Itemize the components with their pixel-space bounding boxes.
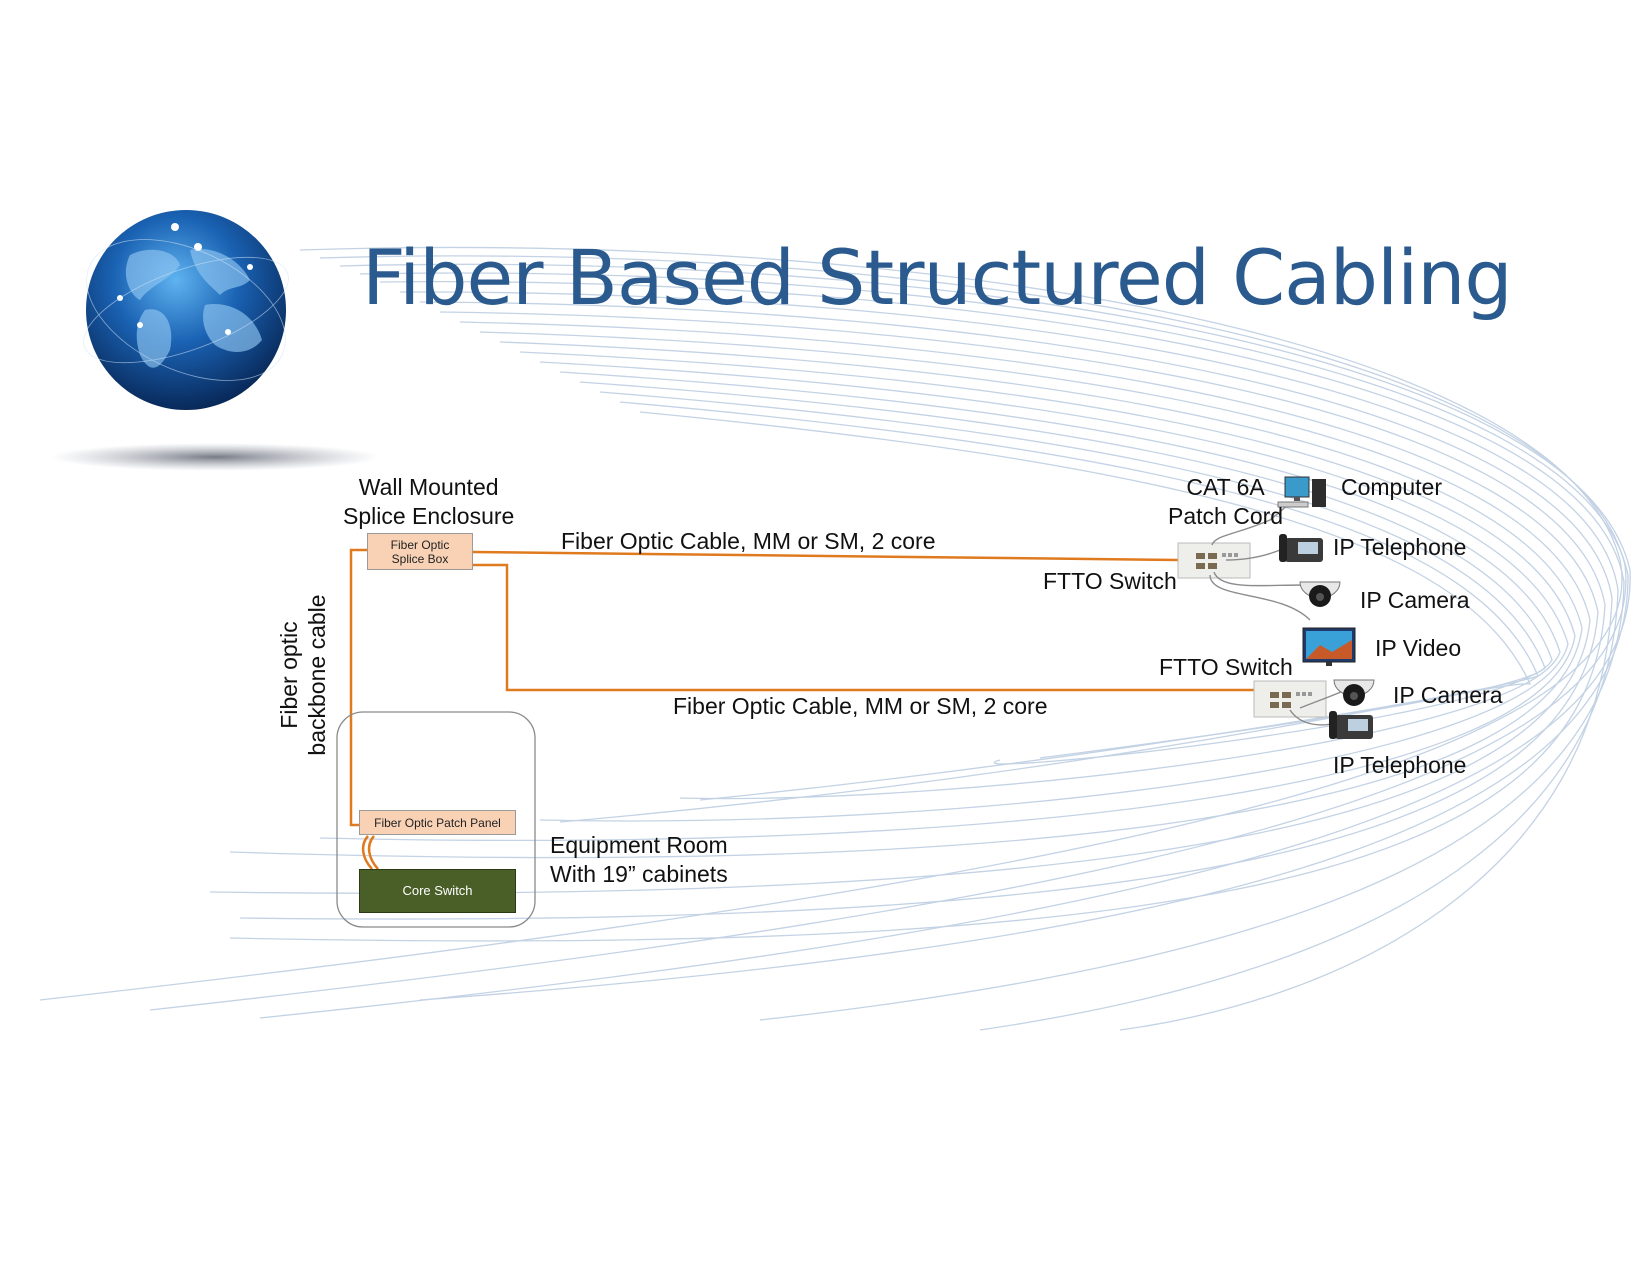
ip-camera-2-label: IP Camera — [1393, 682, 1503, 708]
ip-telephone-1-label: IP Telephone — [1333, 534, 1467, 560]
computer-icon — [1277, 476, 1326, 508]
cable-bottom-label: Fiber Optic Cable, MM or SM, 2 core — [673, 693, 1048, 719]
ip-camera-2-icon — [1333, 679, 1375, 706]
fiber-cable-bottom — [473, 563, 1255, 692]
ip-video-icon — [1302, 627, 1356, 666]
ftto-switch-2-icon — [1253, 680, 1327, 718]
ip-camera-1-icon — [1299, 581, 1341, 607]
fiber-backbone-cable — [349, 548, 367, 827]
ip-video-label: IP Video — [1375, 635, 1462, 661]
ftto-switch-1-label: FTTO Switch — [1043, 568, 1177, 594]
ip-camera-1-label: IP Camera — [1360, 587, 1470, 613]
cable-top-label: Fiber Optic Cable, MM or SM, 2 core — [561, 528, 936, 554]
globe-logo — [50, 210, 380, 471]
fiber-optic-patch-panel: Fiber Optic Patch Panel — [359, 810, 516, 835]
ftto-switch-2-label: FTTO Switch — [1159, 654, 1293, 680]
ip-telephone-1-icon — [1279, 534, 1323, 562]
patch-to-core-cable-2 — [367, 835, 379, 870]
core-switch: Core Switch — [359, 869, 516, 913]
ip-telephone-2-icon — [1329, 711, 1373, 739]
page-title: Fiber Based Structured Cabling — [362, 233, 1513, 322]
equipment-room-outline — [336, 711, 536, 928]
fiber-cable-top — [472, 550, 1179, 562]
ip-telephone-2-label: IP Telephone — [1333, 752, 1467, 778]
computer-label: Computer — [1341, 474, 1442, 500]
patch-to-core-cable — [361, 835, 373, 870]
